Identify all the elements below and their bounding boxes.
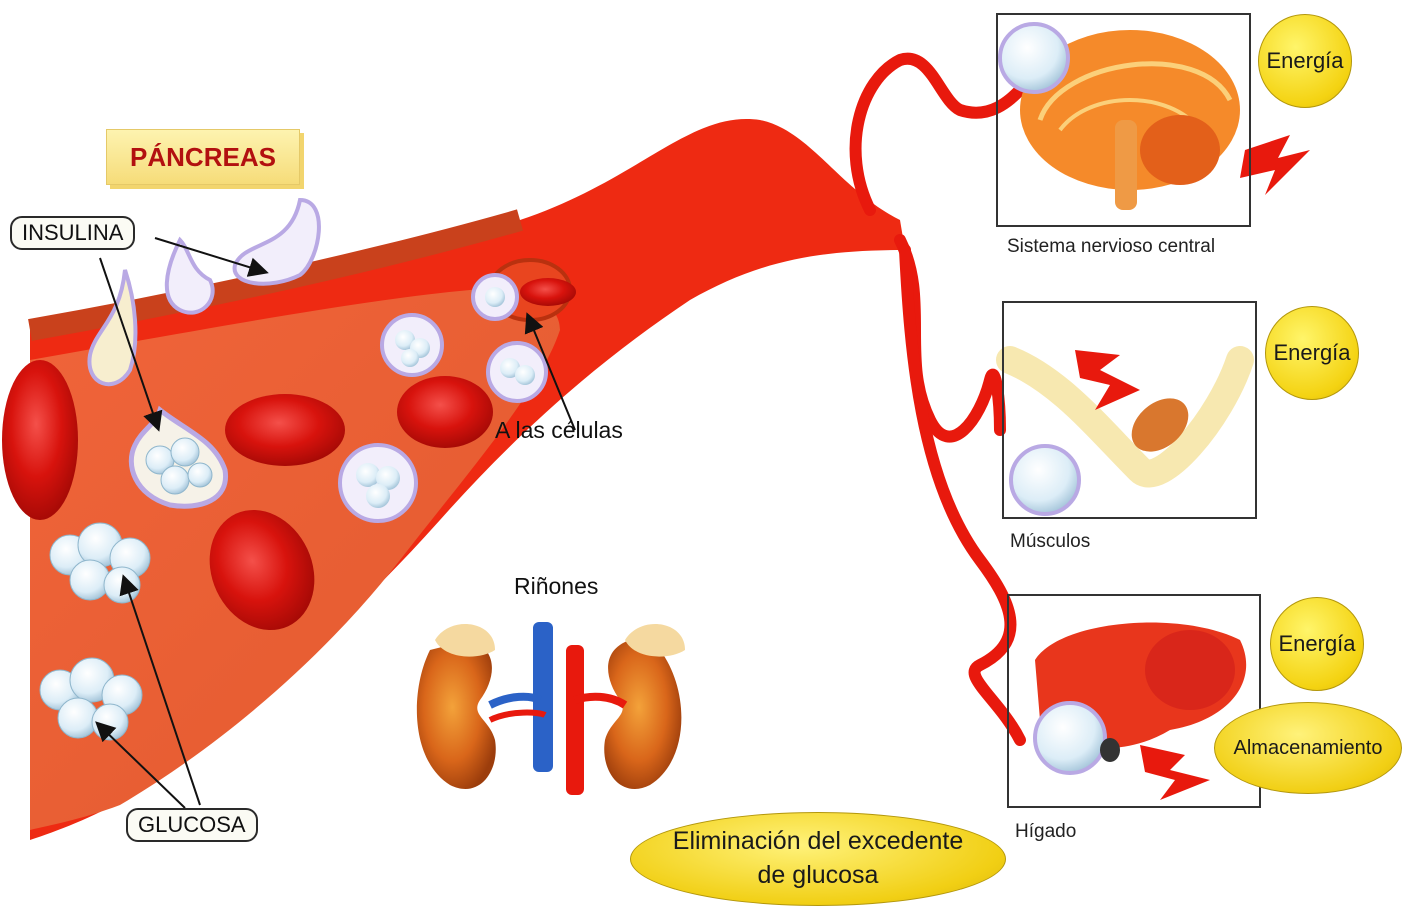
brain-frame: [996, 13, 1251, 227]
insulin-glucose-complex: [488, 343, 546, 401]
elimination-line-1: Eliminación del excedente: [673, 825, 963, 859]
insulin-glucose-complex: [473, 275, 517, 319]
liver-frame: [1007, 594, 1261, 808]
insulin-molecule: [235, 200, 319, 284]
red-blood-cell: [397, 376, 493, 448]
insulin-glucose-complex: [340, 445, 416, 521]
pancreas-label: PÁNCREAS: [106, 129, 300, 185]
kidneys-illustration: [417, 622, 685, 795]
brain-energy-badge: Energía: [1258, 14, 1352, 108]
insulin-callout: INSULINA: [10, 216, 135, 250]
brain-caption: Sistema nervioso central: [1007, 236, 1215, 258]
muscles-frame: [1002, 301, 1257, 519]
elimination-badge: Eliminación del excedente de glucosa: [630, 812, 1006, 906]
to-cells-label: A las células: [495, 417, 623, 444]
insulin-molecule: [167, 240, 213, 313]
storage-badge: Almacenamiento: [1214, 702, 1402, 794]
muscles-energy-badge: Energía: [1265, 306, 1359, 400]
glucose-callout: GLUCOSA: [126, 808, 258, 842]
elimination-line-2: de glucosa: [758, 859, 879, 893]
liver-energy-badge: Energía: [1270, 597, 1364, 691]
red-blood-cell: [520, 278, 576, 306]
insulin-glucose-complex: [382, 315, 442, 375]
red-blood-cell: [2, 360, 78, 520]
liver-caption: Hígado: [1015, 821, 1076, 843]
kidneys-label: Riñones: [514, 573, 598, 600]
red-blood-cell: [225, 394, 345, 466]
muscles-caption: Músculos: [1010, 531, 1090, 553]
